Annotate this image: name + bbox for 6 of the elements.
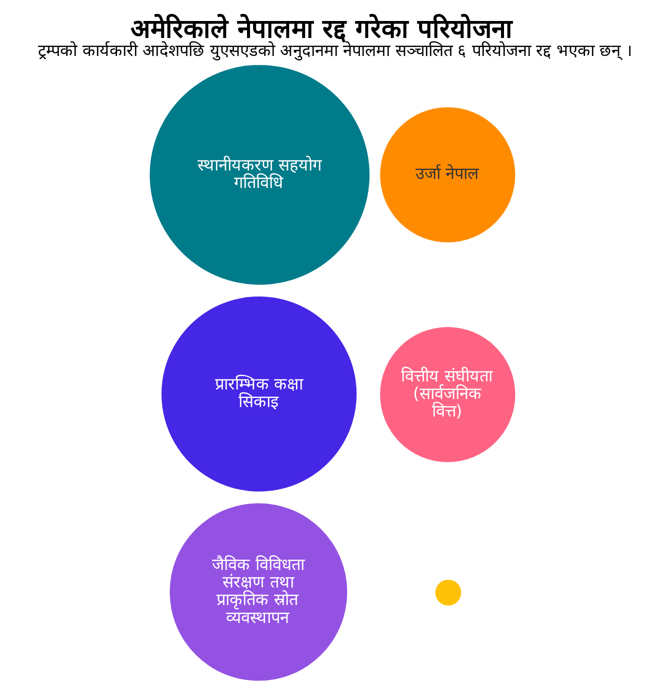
node-circle [434,580,461,606]
node-circle: जैविक विविधता संरक्षण तथा प्राकृतिक स्रोत व्यवस्थापन [169,503,347,681]
node-circle: वित्तीय संघीयता (सार्वजनिक वित्त) [380,327,515,462]
node-circle: स्थानीयकरण सहयोग गतिविधि [149,64,370,285]
node-circle: उर्जा नेपाल [380,107,515,242]
node-circle: प्रारम्भिक कक्षा सिकाइ [161,296,356,492]
